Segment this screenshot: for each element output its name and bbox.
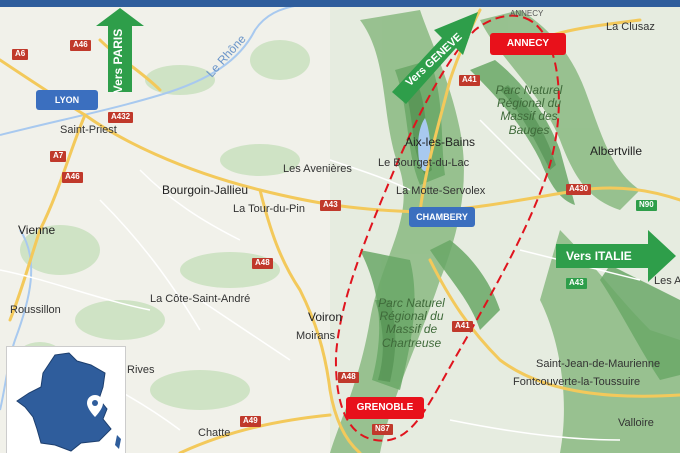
city-aix-les-bains: Aix-les-Bains <box>405 135 476 149</box>
road-shield-a41: A41 <box>452 321 473 332</box>
city-rives: Rives <box>127 364 155 376</box>
marker-grenoble[interactable]: GRENOBLE <box>346 397 424 419</box>
road-shield-a432: A432 <box>108 112 134 123</box>
road-shield-a49: A49 <box>240 416 261 427</box>
road-shield-n90: N90 <box>636 200 657 211</box>
road-shield-a41-top: A41 <box>459 75 480 86</box>
marker-annecy[interactable]: ANNECY <box>490 33 566 55</box>
city-la-cote-saint-andre: La Côte-Saint-André <box>150 293 251 305</box>
city-albertville: Albertville <box>590 144 643 158</box>
location-pin-icon <box>87 395 103 417</box>
road-shield-a430: A430 <box>566 184 592 195</box>
city-saint-priest: Saint-Priest <box>60 124 117 136</box>
road-shield-a43-east: A43 <box>566 278 587 289</box>
road-shield-a46: A46 <box>62 172 83 183</box>
road-shield-n87: N87 <box>372 424 393 435</box>
city-roussillon: Roussillon <box>10 304 61 316</box>
city-le-bourget-du-lac: Le Bourget-du-Lac <box>378 157 470 169</box>
city-la-tour-du-pin: La Tour-du-Pin <box>233 203 305 215</box>
direction-paris-label: Vers PARIS <box>111 28 126 94</box>
city-la-motte-servolex: La Motte-Servolex <box>396 185 486 197</box>
city-bourgoin-jallieu: Bourgoin-Jallieu <box>162 183 249 197</box>
city-vienne: Vienne <box>18 223 56 237</box>
road-shield-a6: A6 <box>12 49 29 60</box>
marker-chambery[interactable]: CHAMBERY <box>409 207 475 227</box>
city-les-a: Les A <box>654 275 680 287</box>
city-valloire: Valloire <box>618 417 654 429</box>
road-shield-a48: A48 <box>252 258 273 269</box>
direction-italie-label: Vers ITALIE <box>566 249 632 263</box>
city-les-avenieres: Les Avenières <box>283 163 352 175</box>
park-bauges-label: Parc Naturel Régional du Massif des Baug… <box>495 83 563 137</box>
road-shield-a7: A7 <box>50 151 67 162</box>
route-dashed-outline <box>334 14 560 442</box>
road-shield-a48-b: A48 <box>338 372 359 383</box>
arrow-geneve <box>392 12 478 104</box>
road-shield-a43: A43 <box>320 200 341 211</box>
arrow-italie <box>556 230 676 282</box>
city-la-clusaz: La Clusaz <box>606 21 655 33</box>
city-saint-jean-de-maurienne: Saint-Jean-de-Maurienne <box>536 358 661 370</box>
city-voiron: Voiron <box>308 310 343 324</box>
city-annecy-small: ANNECY <box>510 9 544 18</box>
city-fontcouverte: Fontcouverte-la-Toussuire <box>513 376 641 388</box>
france-inset-map <box>6 346 126 453</box>
road-shield-a46-top: A46 <box>70 40 91 51</box>
city-chatte: Chatte <box>198 427 231 439</box>
city-moirans: Moirans <box>296 330 336 342</box>
top-banner-bar <box>0 0 680 7</box>
marker-lyon[interactable]: LYON <box>36 90 98 110</box>
france-shape <box>16 352 121 452</box>
arrow-paris <box>96 8 144 92</box>
park-chartreuse-label: Parc Naturel Régional du Massif de Chart… <box>378 296 445 350</box>
